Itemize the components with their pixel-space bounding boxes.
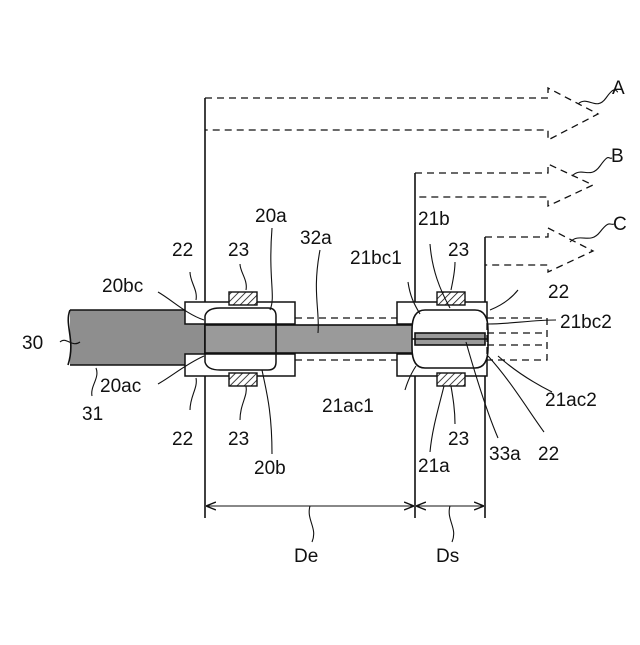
beam-b-arrow (415, 164, 593, 206)
beam-a-arrow (205, 88, 598, 140)
label-20bc: 20bc (102, 276, 143, 297)
left-screw-lower (229, 373, 257, 386)
label-32a: 32a (300, 228, 332, 249)
beam-b-leader (572, 158, 612, 177)
label-33a: 33a (489, 444, 521, 465)
left-electrode-upper (205, 308, 276, 324)
left-fiber-core (205, 325, 276, 353)
label-21bc2: 21bc2 (560, 312, 612, 333)
label-screw-23-upper-right: 23 (448, 240, 469, 261)
label-beam-b: B (611, 146, 624, 167)
label-21a: 21a (418, 456, 450, 477)
label-beam-a: A (612, 78, 625, 99)
left-electrode-lower (205, 354, 276, 370)
label-screw-23-upper-left: 23 (228, 240, 249, 261)
label-clamp-22-upper-left: 22 (172, 240, 193, 261)
dimension-ds-leader (449, 506, 454, 542)
label-screw-23-lower-right: 23 (448, 429, 469, 450)
label-20a: 20a (255, 206, 287, 227)
label-20b: 20b (254, 458, 286, 479)
label-fiber-30: 30 (22, 333, 43, 354)
label-21bc1: 21bc1 (350, 248, 402, 269)
label-21ac2: 21ac2 (545, 390, 597, 411)
label-dimension-de: De (294, 546, 318, 567)
label-dimension-ds: Ds (436, 546, 459, 567)
right-screw-lower (437, 373, 465, 386)
beam-c-arrow (485, 228, 593, 272)
label-21ac1: 21ac1 (322, 396, 374, 417)
beam-c-leader (570, 224, 614, 242)
dimension-de-leader (309, 506, 314, 542)
label-fiber-31: 31 (82, 404, 103, 425)
left-screw-upper (229, 292, 257, 305)
label-21b: 21b (418, 209, 450, 230)
label-screw-23-lower-left: 23 (228, 429, 249, 450)
label-clamp-22-upper-right: 22 (548, 282, 569, 303)
label-beam-c: C (613, 214, 627, 235)
label-clamp-22-lower-left: 22 (172, 429, 193, 450)
label-clamp-22-lower-right: 22 (538, 444, 559, 465)
right-screw-upper (437, 292, 465, 305)
label-20ac: 20ac (100, 376, 141, 397)
